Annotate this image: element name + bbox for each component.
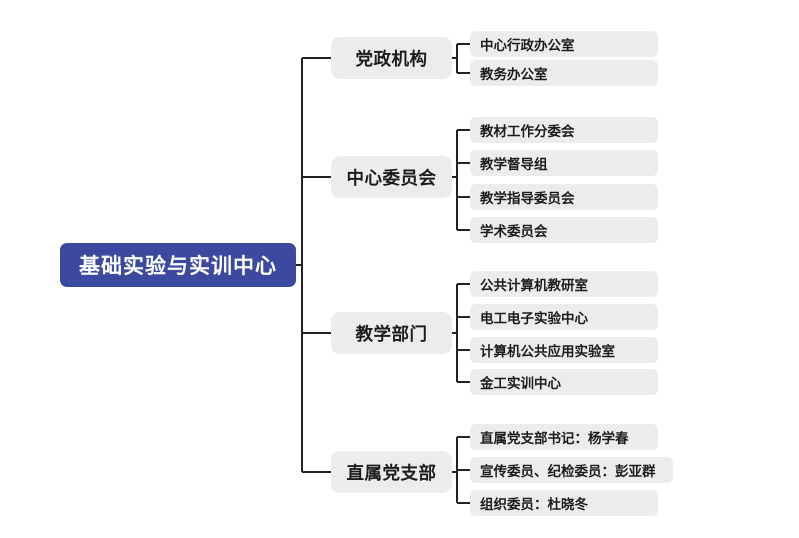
branch-node-party-government[interactable]: 党政机构 xyxy=(331,37,452,79)
leaf-node-academic-affairs-office[interactable]: 教务办公室 xyxy=(470,60,658,86)
leaf-node-teaching-supervision-group[interactable]: 教学督导组 xyxy=(470,150,658,176)
leaf-node-computer-public-application-lab[interactable]: 计算机公共应用实验室 xyxy=(470,337,658,363)
leaf-node-propaganda-discipline-member[interactable]: 宣传委员、纪检委员：彭亚群 xyxy=(470,457,673,483)
root-node[interactable]: 基础实验与实训中心 xyxy=(60,243,296,287)
branch-node-teaching-departments[interactable]: 教学部门 xyxy=(331,312,452,354)
leaf-node-textbook-subcommittee[interactable]: 教材工作分委会 xyxy=(470,117,658,143)
leaf-node-public-computer-teaching-office[interactable]: 公共计算机教研室 xyxy=(470,271,658,297)
leaf-node-party-branch-secretary[interactable]: 直属党支部书记：杨学春 xyxy=(470,424,658,450)
leaf-node-academic-committee[interactable]: 学术委员会 xyxy=(470,217,658,243)
branch-node-party-branch[interactable]: 直属党支部 xyxy=(331,451,452,493)
leaf-node-teaching-guidance-committee[interactable]: 教学指导委员会 xyxy=(470,184,658,210)
leaf-node-electrical-electronics-lab-center[interactable]: 电工电子实验中心 xyxy=(470,304,658,330)
branch-node-center-committee[interactable]: 中心委员会 xyxy=(331,156,452,198)
leaf-node-central-admin-office[interactable]: 中心行政办公室 xyxy=(470,31,658,57)
leaf-node-organization-member[interactable]: 组织委员：杜晓冬 xyxy=(470,490,658,516)
leaf-node-metalworking-training-center[interactable]: 金工实训中心 xyxy=(470,369,658,395)
